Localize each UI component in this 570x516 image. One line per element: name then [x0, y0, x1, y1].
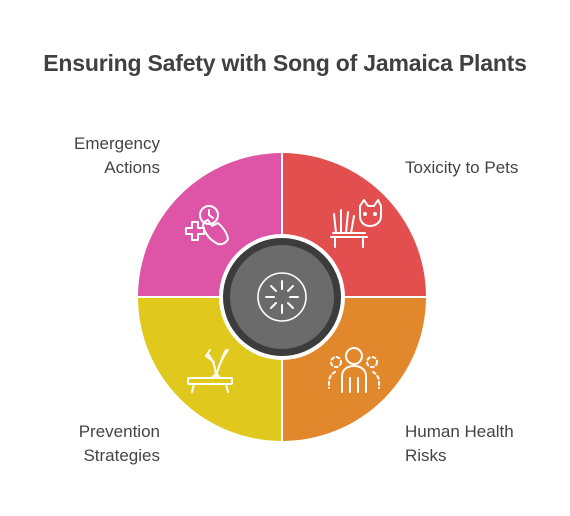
burst-icon — [257, 272, 307, 322]
center-hub — [230, 245, 334, 349]
label-toxicity-to-pets: Toxicity to Pets — [405, 158, 519, 177]
plant-pot-icon — [187, 349, 233, 393]
people-group-icon — [328, 347, 380, 393]
cat-plant-icon — [330, 199, 382, 248]
page-title: Ensuring Safety with Song of Jamaica Pla… — [43, 50, 527, 76]
emergency-phone-icon — [185, 205, 229, 246]
